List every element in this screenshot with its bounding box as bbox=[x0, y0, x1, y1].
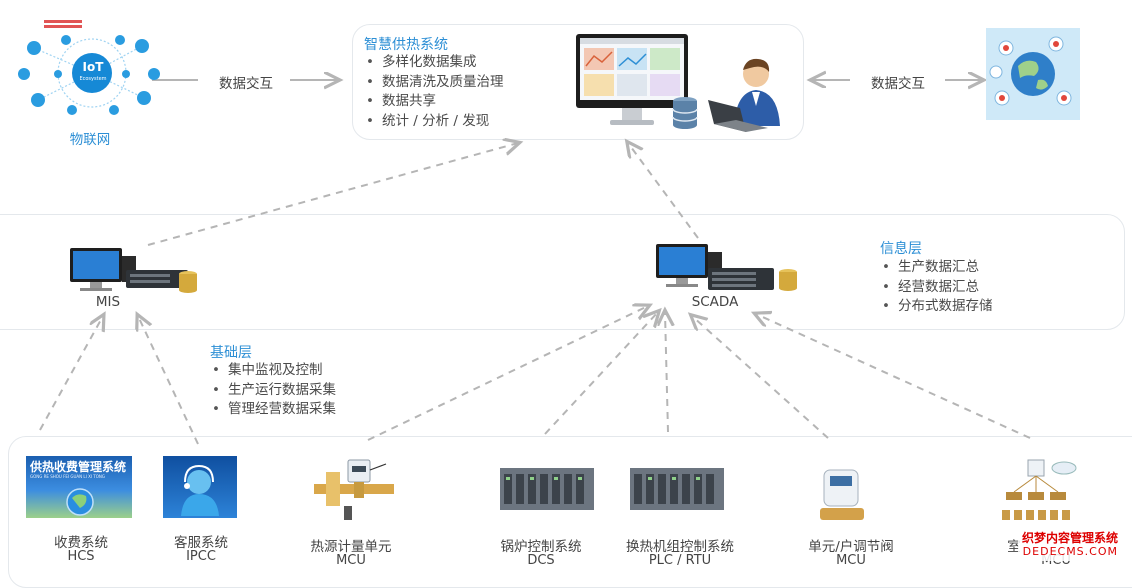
info-layer-bullets: 生产数据汇总 经营数据汇总 分布式数据存储 bbox=[882, 258, 993, 317]
ipcc-headset-image bbox=[163, 456, 237, 518]
hcs-to-mis-arrow bbox=[39, 316, 103, 431]
exchange-right-label: 数据交互 bbox=[871, 76, 925, 92]
device-code-heat-meter: MCU bbox=[336, 553, 366, 568]
mis-to-system-arrow bbox=[147, 143, 518, 246]
bullet-item: 集中监视及控制 bbox=[212, 361, 336, 381]
bullet-item: 经营数据汇总 bbox=[882, 278, 993, 298]
user-laptop-icon bbox=[706, 56, 786, 136]
bullet-item: 多样化数据集成 bbox=[366, 53, 504, 73]
device-name-room: 室 bbox=[1007, 539, 1021, 555]
ipcc-to-mis-arrow bbox=[138, 316, 199, 445]
heat-meter-image bbox=[314, 454, 394, 524]
valve-to-scada-arrow bbox=[692, 316, 829, 439]
device-code-valve: MCU bbox=[836, 553, 866, 568]
iot-cluster: IoT Ecosystem bbox=[14, 18, 164, 118]
bullet-item: 统计 / 分析 / 发现 bbox=[366, 112, 504, 132]
device-name-plc: 换热机组控制系统 bbox=[626, 539, 734, 555]
dcs-cabinet-image bbox=[500, 468, 594, 510]
plc-to-scada-arrow bbox=[665, 312, 668, 433]
valve-image bbox=[816, 466, 868, 526]
device-name-dcs: 锅炉控制系统 bbox=[500, 539, 582, 555]
device-name-valve: 单元/户调节阀 bbox=[808, 539, 894, 555]
bullet-item: 生产运行数据采集 bbox=[212, 381, 336, 401]
iot-label: 物联网 bbox=[69, 132, 111, 148]
device-code-dcs: DCS bbox=[527, 553, 555, 568]
database-icon bbox=[672, 96, 698, 130]
plc-cabinet-image bbox=[630, 468, 724, 510]
hcs-banner-sub: GONG RE SHOU FEI GUAN LI XI TONG bbox=[30, 474, 105, 479]
dashboard-monitor-icon bbox=[576, 34, 688, 128]
arrows-layer bbox=[39, 0, 1031, 445]
room-to-scada-arrow bbox=[756, 314, 1031, 439]
iot-logo-text: IoT bbox=[82, 60, 104, 74]
exchange-left-label: 数据交互 bbox=[219, 76, 273, 92]
device-code-hcs: HCS bbox=[67, 549, 95, 564]
mis-server-icon bbox=[70, 248, 200, 296]
device-name-heat-meter: 热源计量单元 bbox=[310, 539, 392, 555]
mcu-to-scada-arrow bbox=[367, 306, 648, 441]
base-layer-title: 基础层 bbox=[210, 345, 252, 361]
scada-label: SCADA bbox=[691, 294, 739, 310]
device-name-ipcc: 客服系统 bbox=[174, 535, 228, 551]
iot-logo-sub: Ecosystem bbox=[79, 76, 107, 82]
device-code-ipcc: IPCC bbox=[186, 549, 216, 564]
globe-network-icon bbox=[986, 28, 1080, 120]
watermark-line1: 织梦内容管理系统 bbox=[1021, 531, 1118, 545]
device-name-hcs: 收费系统 bbox=[54, 535, 108, 551]
bullet-item: 数据共享 bbox=[366, 92, 504, 112]
watermark-line2: DEDECMS.COM bbox=[1022, 545, 1118, 558]
iot-network-icon bbox=[18, 20, 160, 115]
scada-server-icon bbox=[656, 244, 800, 294]
dcs-to-scada-arrow bbox=[544, 312, 658, 435]
bullet-item: 分布式数据存储 bbox=[882, 297, 993, 317]
watermark: 织梦内容管理系统 DEDECMS.COM bbox=[1017, 529, 1122, 561]
base-layer-bullets: 集中监视及控制 生产运行数据采集 管理经营数据采集 bbox=[212, 361, 336, 420]
scada-to-system-arrow bbox=[628, 143, 699, 239]
hcs-banner-image: 供热收费管理系统 GONG RE SHOU FEI GUAN LI XI TON… bbox=[26, 456, 132, 518]
hcs-banner-title: 供热收费管理系统 bbox=[30, 460, 127, 474]
room-meter-image bbox=[1000, 458, 1080, 522]
system-bullets: 多样化数据集成 数据清洗及质量治理 数据共享 统计 / 分析 / 发现 bbox=[366, 53, 504, 131]
device-code-plc: PLC / RTU bbox=[648, 553, 712, 568]
mis-label: MIS bbox=[95, 294, 121, 310]
bullet-item: 生产数据汇总 bbox=[882, 258, 993, 278]
info-layer-title: 信息层 bbox=[880, 241, 922, 257]
system-title: 智慧供热系统 bbox=[364, 37, 448, 53]
bullet-item: 数据清洗及质量治理 bbox=[366, 73, 504, 93]
bullet-item: 管理经营数据采集 bbox=[212, 400, 336, 420]
